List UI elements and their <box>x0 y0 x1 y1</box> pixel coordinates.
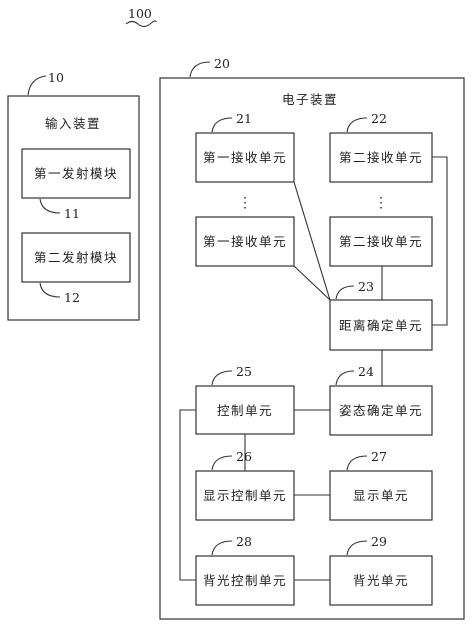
control-unit-box <box>195 385 295 435</box>
first-receiver-top-label: 第一接收单元 <box>203 150 287 165</box>
second-receiver-ellipsis: ⋮ <box>374 195 388 211</box>
backlight-control-unit-box <box>195 555 295 606</box>
display-control-unit-leader <box>211 455 233 471</box>
second-transmit-module-number: 12 <box>64 290 80 305</box>
electronic-device-leader <box>189 61 211 78</box>
first-transmit-module-leader <box>39 198 61 214</box>
distance-unit-box <box>329 299 433 351</box>
connector-first-receiver-to-distance <box>293 181 331 301</box>
connectors <box>179 156 448 581</box>
second-transmit-module-box <box>21 232 131 283</box>
second-receiver-top-leader <box>346 117 368 133</box>
distance-unit-label: 距离确定单元 <box>339 318 423 333</box>
first-receiver-top-leader <box>211 117 233 133</box>
first-receiver-bottom-box <box>195 216 295 267</box>
electronic-device-frame <box>159 77 465 620</box>
first-receiver-top-number: 21 <box>236 111 252 126</box>
first-transmit-module-label: 第一发射模块 <box>34 166 118 181</box>
first-receiver-top-box <box>195 132 295 183</box>
backlight-control-unit-number: 28 <box>236 534 252 549</box>
input-device-leader <box>27 75 47 96</box>
control-unit-label: 控制单元 <box>217 403 273 418</box>
posture-unit-label: 姿态确定单元 <box>339 403 423 418</box>
input-device-number: 10 <box>48 70 64 85</box>
display-unit-box <box>329 470 433 521</box>
display-unit-leader <box>346 455 368 471</box>
posture-unit-box <box>329 385 433 436</box>
backlight-control-unit-leader <box>211 540 233 556</box>
first-receiver-bottom-label: 第一接收单元 <box>203 234 287 249</box>
second-transmit-module-label: 第二发射模块 <box>34 250 118 265</box>
input-device-title: 输入装置 <box>45 116 101 131</box>
second-receiver-bottom-box <box>329 216 433 267</box>
figure-number: 100 <box>128 6 152 21</box>
distance-unit-number: 23 <box>358 279 374 294</box>
second-receiver-bottom-label: 第二接收单元 <box>339 234 423 249</box>
first-transmit-module-box <box>21 148 131 199</box>
connector-first-receiver-bottom-to-distance <box>293 265 331 301</box>
first-receiver-ellipsis: ⋮ <box>238 195 252 211</box>
display-control-unit-box <box>195 470 295 521</box>
electronic-device-title: 电子装置 <box>282 92 338 107</box>
input-device-frame <box>7 95 140 321</box>
posture-unit-leader <box>335 370 355 386</box>
backlight-unit-label: 背光单元 <box>353 573 409 588</box>
distance-unit-leader <box>335 285 355 300</box>
second-receiver-top-number: 22 <box>371 111 387 126</box>
figure-number-squiggle <box>125 20 157 28</box>
first-transmit-module-number: 11 <box>64 206 80 221</box>
display-unit-label: 显示单元 <box>353 488 409 503</box>
input-device: 10 输入装置 第一发射模块 11 第二发射模块 12 <box>7 70 140 321</box>
electronic-device: 20 电子装置 第一接收单元 21 第二接收单元 22 ⋮ ⋮ 第 <box>159 56 465 620</box>
backlight-control-unit-label: 背光控制单元 <box>203 573 287 588</box>
backlight-unit-box <box>329 555 433 606</box>
connector-second-receiver-top-to-distance <box>432 156 448 326</box>
display-control-unit-label: 显示控制单元 <box>203 488 287 503</box>
control-unit-leader <box>211 370 233 386</box>
display-control-unit-number: 26 <box>236 449 252 464</box>
electronic-device-number: 20 <box>214 56 230 71</box>
backlight-unit-leader <box>346 540 368 556</box>
backlight-unit-number: 29 <box>371 534 387 549</box>
connector-control-to-backlight-control <box>179 409 196 581</box>
display-unit-number: 27 <box>371 449 387 464</box>
second-receiver-top-label: 第二接收单元 <box>339 150 423 165</box>
second-transmit-module-leader <box>39 282 61 298</box>
second-receiver-top-box <box>329 132 433 183</box>
control-unit-number: 25 <box>236 364 252 379</box>
posture-unit-number: 24 <box>358 364 374 379</box>
